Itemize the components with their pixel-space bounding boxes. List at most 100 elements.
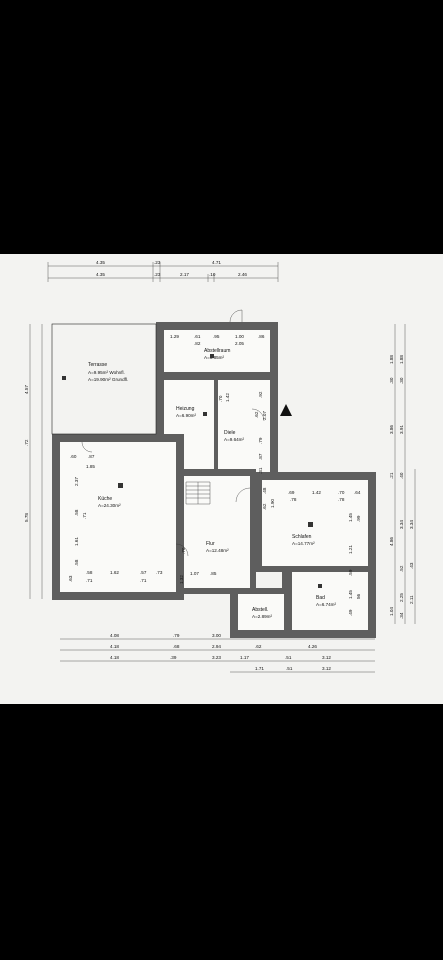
room-schlafen-area: A=14.77m²	[292, 541, 315, 546]
room-abstell-name: Abstell.	[252, 607, 268, 613]
dim-ss-7: .59	[348, 569, 353, 576]
dim-kl-4: 1.61	[74, 537, 79, 546]
dim-r3-c: 2.11	[409, 595, 414, 604]
dim-b3-e: .51	[285, 655, 292, 660]
dim-f-4: 1.32	[179, 575, 184, 584]
left-dimension-lines: 4.57 .72 5.78	[24, 324, 43, 599]
room-bad-area: A=6.74m²	[316, 602, 337, 607]
dim-k-1: .60	[70, 454, 77, 459]
dim-r2-g: 2.25	[399, 593, 404, 602]
room-terrasse-name: Terrasse	[88, 362, 107, 368]
room-kueche-area: A=24.30m²	[98, 503, 121, 508]
dim-b4-b: .51	[286, 666, 293, 671]
dim-r1-b: .30	[389, 377, 394, 384]
room-abstell-area: A=2.89m²	[252, 614, 273, 619]
dim-s-3: .70	[338, 490, 345, 495]
dim-r2-c: 3.91	[399, 425, 404, 434]
terrasse-outline	[51, 323, 157, 435]
dim-hz-1: .70	[218, 395, 223, 402]
dim-left-c: 5.78	[24, 513, 29, 522]
dim-d-2: .62	[254, 411, 259, 418]
dim-r1-a: 1.88	[389, 355, 394, 364]
dim-b4-c: 3.12	[322, 666, 331, 671]
dim-abst-6: .82	[194, 341, 201, 346]
dim-abst-2: .61	[194, 334, 201, 339]
dim-kl-3: .58	[74, 509, 79, 516]
dim-ss-2: .62	[262, 503, 267, 510]
door-swings	[81, 309, 265, 557]
dim-r1-c: 3.86	[389, 425, 394, 434]
dim-r1-f: 1.04	[389, 607, 394, 616]
dim-b2-a: 4.18	[110, 644, 119, 649]
dim-b1-c: 3.00	[212, 633, 221, 638]
dim-abst-1: 1.29	[170, 334, 179, 339]
dim-ss-5: .99	[356, 515, 361, 522]
dim-d-5: .87	[258, 453, 263, 460]
room-heizung-area: A=6.90m²	[176, 413, 197, 418]
dim-s-6: .78	[338, 497, 345, 502]
dim-top1-b: .23	[154, 260, 161, 265]
dim-ss-4: 1.45	[348, 513, 353, 522]
dim-b1-a: 4.08	[110, 633, 119, 638]
dim-b2-e: 4.26	[308, 644, 317, 649]
dim-ss-1: .48	[262, 487, 267, 494]
staircase	[185, 481, 211, 505]
dim-kl-6: .63	[68, 575, 73, 582]
room-labels: Terrasse A=9.95m² Wohnfl. A=19.90m² Grun…	[88, 348, 337, 619]
dim-r2-h: .34	[399, 612, 404, 619]
floor-plan-sheet: 4.35 .23 4.71 4.35 .23 2.17 .10 2.46 4.5…	[0, 254, 443, 704]
dim-abst-5: .86	[258, 334, 265, 339]
dim-s-5: .78	[290, 497, 297, 502]
dim-ss-6: 1.21	[348, 545, 353, 554]
room-kueche-name: Küche	[98, 496, 112, 502]
orientation-marker-icon	[280, 404, 292, 416]
dim-abst-3: .95	[213, 334, 220, 339]
floor-plan-drawing: 4.35 .23 4.71 4.35 .23 2.17 .10 2.46 4.5…	[24, 260, 416, 673]
dim-r2-b: .30	[399, 377, 404, 384]
dim-b2-b: .68	[173, 644, 180, 649]
dim-b2-c: 2.94	[212, 644, 221, 649]
dim-b3-b: .39	[170, 655, 177, 660]
interior-dimensions: 1.29 .61 .95 1.00 .86 .82 2.05 .60 .87 1…	[68, 334, 361, 616]
dim-b3-d: 1.17	[240, 655, 249, 660]
dim-r3-a: 3.34	[409, 520, 414, 529]
dim-d-4: .79	[258, 437, 263, 444]
room-diele-name: Diele	[224, 430, 236, 436]
room-bad-name: Bad	[316, 595, 325, 601]
dim-f-1: .70	[181, 547, 186, 554]
dim-top2-a: 4.35	[96, 272, 105, 277]
dim-top1-a: 4.35	[96, 260, 105, 265]
room-abstellraum-area: A=8.85m²	[204, 355, 225, 360]
dim-s-4: .64	[354, 490, 361, 495]
right-dimension-lines: 1.88 .30 3.86 .21 4.86 1.04 1.88 .30 3.9…	[389, 324, 416, 624]
dim-kb-6: .71	[140, 578, 147, 583]
dim-top2-e: 2.46	[238, 272, 247, 277]
dim-kl-5: .58	[74, 559, 79, 566]
room-flur-area: A=12.48m²	[206, 548, 229, 553]
room-terrasse-area1: A=9.95m² Wohnfl.	[88, 370, 125, 375]
dim-hz-2: 1.42	[225, 393, 230, 402]
dim-kb-1: .58	[86, 570, 93, 575]
room-schlafen-name: Schlafen	[292, 534, 312, 540]
room-diele-area: A=9.64m²	[224, 437, 245, 442]
dim-r1-d: .21	[389, 472, 394, 479]
dim-b3-a: 4.18	[110, 655, 119, 660]
dim-top1-c: 4.71	[212, 260, 221, 265]
dim-s-2: 1.42	[312, 490, 321, 495]
dim-kl-2: .71	[82, 512, 87, 519]
dim-left-b: .72	[24, 439, 29, 446]
dim-top2-b: .23	[154, 272, 161, 277]
room-heizung-name: Heizung	[176, 406, 195, 412]
room-abstellraum-name: Abstellraum	[204, 348, 230, 354]
dim-r1-e: 4.86	[389, 537, 394, 546]
dim-kb-2: 1.62	[110, 570, 119, 575]
fixture-markers	[62, 354, 322, 588]
dim-b2-d: .62	[255, 644, 262, 649]
dim-kb-3: .57	[140, 570, 147, 575]
dim-abst-7: 2.05	[235, 341, 244, 346]
top-dimension-lines: 4.35 .23 4.71 4.35 .23 2.17 .10 2.46	[47, 260, 279, 282]
dim-bad-1: 1.45	[348, 590, 353, 599]
dim-r2-a: 1.88	[399, 355, 404, 364]
bottom-dimension-lines: 4.08 .79 3.00 .16 4.65 4.18 .68 2.94 .62…	[60, 633, 375, 673]
dim-abst-4: 1.00	[235, 334, 244, 339]
